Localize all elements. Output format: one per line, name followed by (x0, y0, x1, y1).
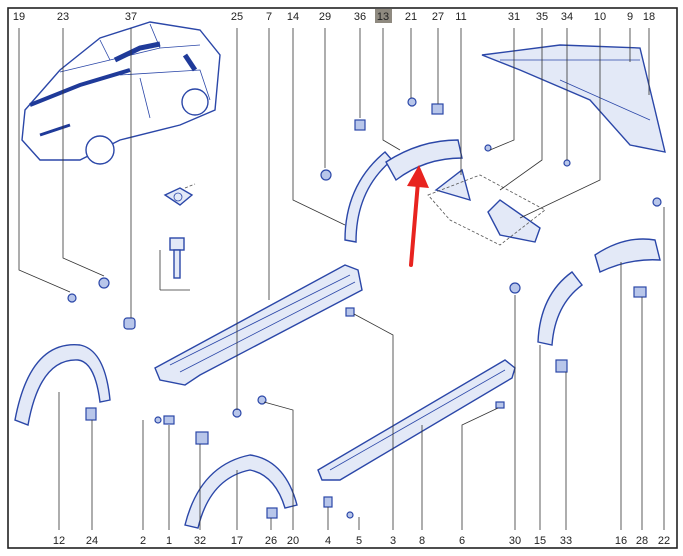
callout-12[interactable]: 12 (53, 535, 65, 547)
fasteners (67, 61, 662, 519)
callout-10[interactable]: 10 (594, 11, 606, 23)
callout-18[interactable]: 18 (643, 11, 655, 23)
callout-2[interactable]: 2 (140, 535, 146, 547)
callout-19[interactable]: 19 (13, 11, 25, 23)
part-8-side-sill-rear (317, 359, 516, 481)
callout-23[interactable]: 23 (57, 11, 69, 23)
part-16-rear-arch (594, 238, 661, 273)
callout-28[interactable]: 28 (636, 535, 648, 547)
callout-22[interactable]: 22 (658, 535, 670, 547)
part-17-rear-wheel-arch (184, 454, 298, 529)
top-callout-labels: 19 23 37 25 7 14 29 36 13 21 27 11 31 35… (13, 11, 655, 23)
bolt-detail-icon (159, 237, 190, 291)
callout-17[interactable]: 17 (231, 535, 243, 547)
callout-30[interactable]: 30 (509, 535, 521, 547)
leader-lines (18, 28, 665, 530)
callout-20[interactable]: 20 (287, 535, 299, 547)
red-highlight-arrow (407, 165, 429, 267)
callout-24[interactable]: 24 (86, 535, 98, 547)
callout-16[interactable]: 16 (615, 535, 627, 547)
vehicle-illustration (21, 21, 221, 165)
highlighted-label-bg (375, 9, 392, 23)
callout-6[interactable]: 6 (459, 535, 465, 547)
part-15-rear-trim (537, 271, 583, 346)
callout-36[interactable]: 36 (354, 11, 366, 23)
bottom-callout-labels: 12 24 2 1 32 17 26 20 4 5 3 8 6 30 15 33… (53, 535, 670, 547)
callout-34[interactable]: 34 (561, 11, 573, 23)
part-18-rear-spoiler (481, 44, 666, 153)
callout-7[interactable]: 7 (266, 11, 272, 23)
callout-8[interactable]: 8 (419, 535, 425, 547)
callout-25[interactable]: 25 (231, 11, 243, 23)
callout-31[interactable]: 31 (508, 11, 520, 23)
callout-3[interactable]: 3 (390, 535, 396, 547)
callout-26[interactable]: 26 (265, 535, 277, 547)
callout-35[interactable]: 35 (536, 11, 548, 23)
callout-37[interactable]: 37 (125, 11, 137, 23)
part-14-arch-strip (344, 151, 393, 243)
callout-9[interactable]: 9 (627, 11, 633, 23)
callout-33[interactable]: 33 (560, 535, 572, 547)
part-13-arch-trim (385, 139, 463, 182)
callout-15[interactable]: 15 (534, 535, 546, 547)
callout-11[interactable]: 11 (455, 11, 466, 23)
callout-1[interactable]: 1 (166, 535, 172, 547)
part-12-front-wheel-arch (14, 344, 111, 426)
callout-4[interactable]: 4 (325, 535, 331, 547)
callout-13-highlighted[interactable]: 13 (377, 11, 389, 23)
callout-27[interactable]: 27 (432, 11, 444, 23)
callout-14[interactable]: 14 (287, 11, 299, 23)
callout-5[interactable]: 5 (356, 535, 362, 547)
callout-29[interactable]: 29 (319, 11, 331, 23)
callout-21[interactable]: 21 (405, 11, 417, 23)
callout-32[interactable]: 32 (194, 535, 206, 547)
clip-detail-icon (163, 183, 196, 206)
part-10-bumper-corner (487, 199, 541, 243)
